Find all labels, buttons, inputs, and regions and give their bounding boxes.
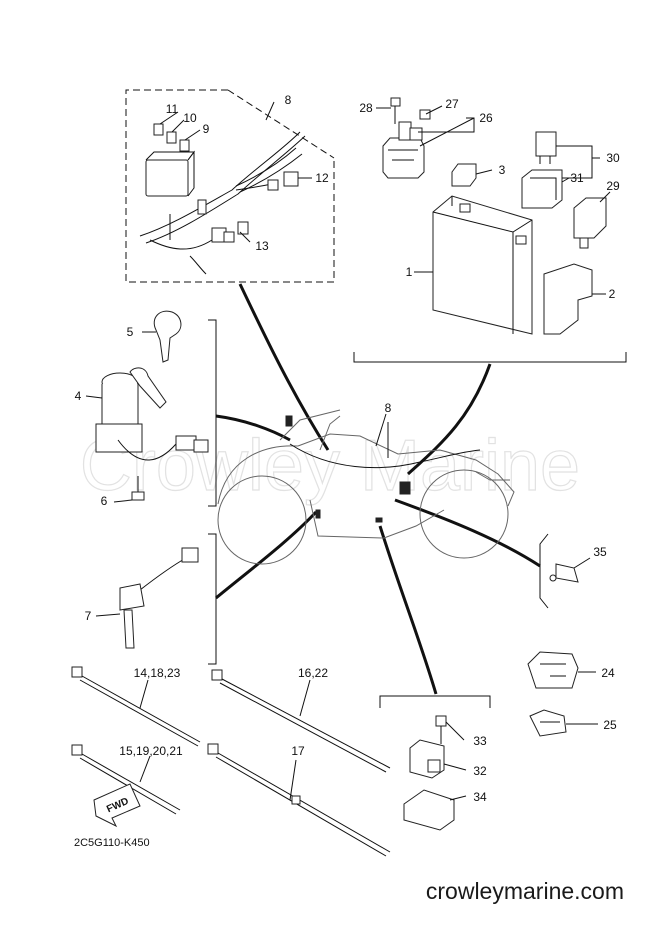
callout-4: 4: [75, 389, 82, 403]
battery-relay-group: [376, 97, 611, 335]
main-switch-group: [85, 310, 217, 507]
callout-8-main: 8: [385, 401, 392, 415]
callout-13: 13: [255, 239, 269, 253]
callout-17: 17: [291, 744, 305, 758]
callout-30: 30: [606, 151, 620, 165]
motorcycle-outline: [217, 409, 515, 565]
bracket-35-group: [539, 533, 591, 609]
callout-1: 1: [406, 265, 413, 279]
callout-31: 31: [570, 171, 584, 185]
fwd-arrow: FWD: [93, 783, 141, 828]
site-name: crowleymarine.com: [426, 878, 624, 904]
clamps-group: [527, 651, 598, 737]
callout-6: 6: [101, 494, 108, 508]
callout-15-19-20-21: 15,19,20,21: [119, 744, 183, 758]
cable-ties: [71, 666, 391, 857]
harness-leader: [375, 413, 387, 447]
callout-32: 32: [473, 764, 487, 778]
callout-16-22: 16,22: [298, 666, 328, 680]
callout-25: 25: [603, 718, 617, 732]
callout-5: 5: [127, 325, 134, 339]
callout-14-18-23: 14,18,23: [134, 666, 181, 680]
callout-8-box: 8: [285, 93, 292, 107]
callout-3: 3: [499, 163, 506, 177]
callout-11: 11: [166, 102, 179, 116]
callout-33: 33: [473, 734, 487, 748]
callout-10: 10: [183, 111, 197, 125]
sensor-group: [95, 533, 217, 665]
callout-28: 28: [359, 101, 373, 115]
callout-2: 2: [609, 287, 616, 301]
callout-26: 26: [479, 111, 493, 125]
sensor-detail-group: [379, 695, 491, 831]
callout-27: 27: [445, 97, 459, 111]
connector-lines: [215, 283, 541, 695]
harness-detail-box: [125, 89, 335, 283]
callout-29: 29: [606, 179, 620, 193]
diagram-code: 2C5G110-K450: [74, 837, 150, 849]
callout-12: 12: [315, 171, 329, 185]
callout-9: 9: [203, 122, 210, 136]
callout-34: 34: [473, 790, 487, 804]
callout-labels: 1 2 3 4 5 6 7 8 8 9 10 11 12 13 14,18,23…: [75, 93, 620, 804]
watermark: Crowley Marine: [80, 426, 580, 506]
callout-35: 35: [593, 545, 607, 559]
callout-7: 7: [85, 609, 92, 623]
callout-24: 24: [601, 666, 615, 680]
